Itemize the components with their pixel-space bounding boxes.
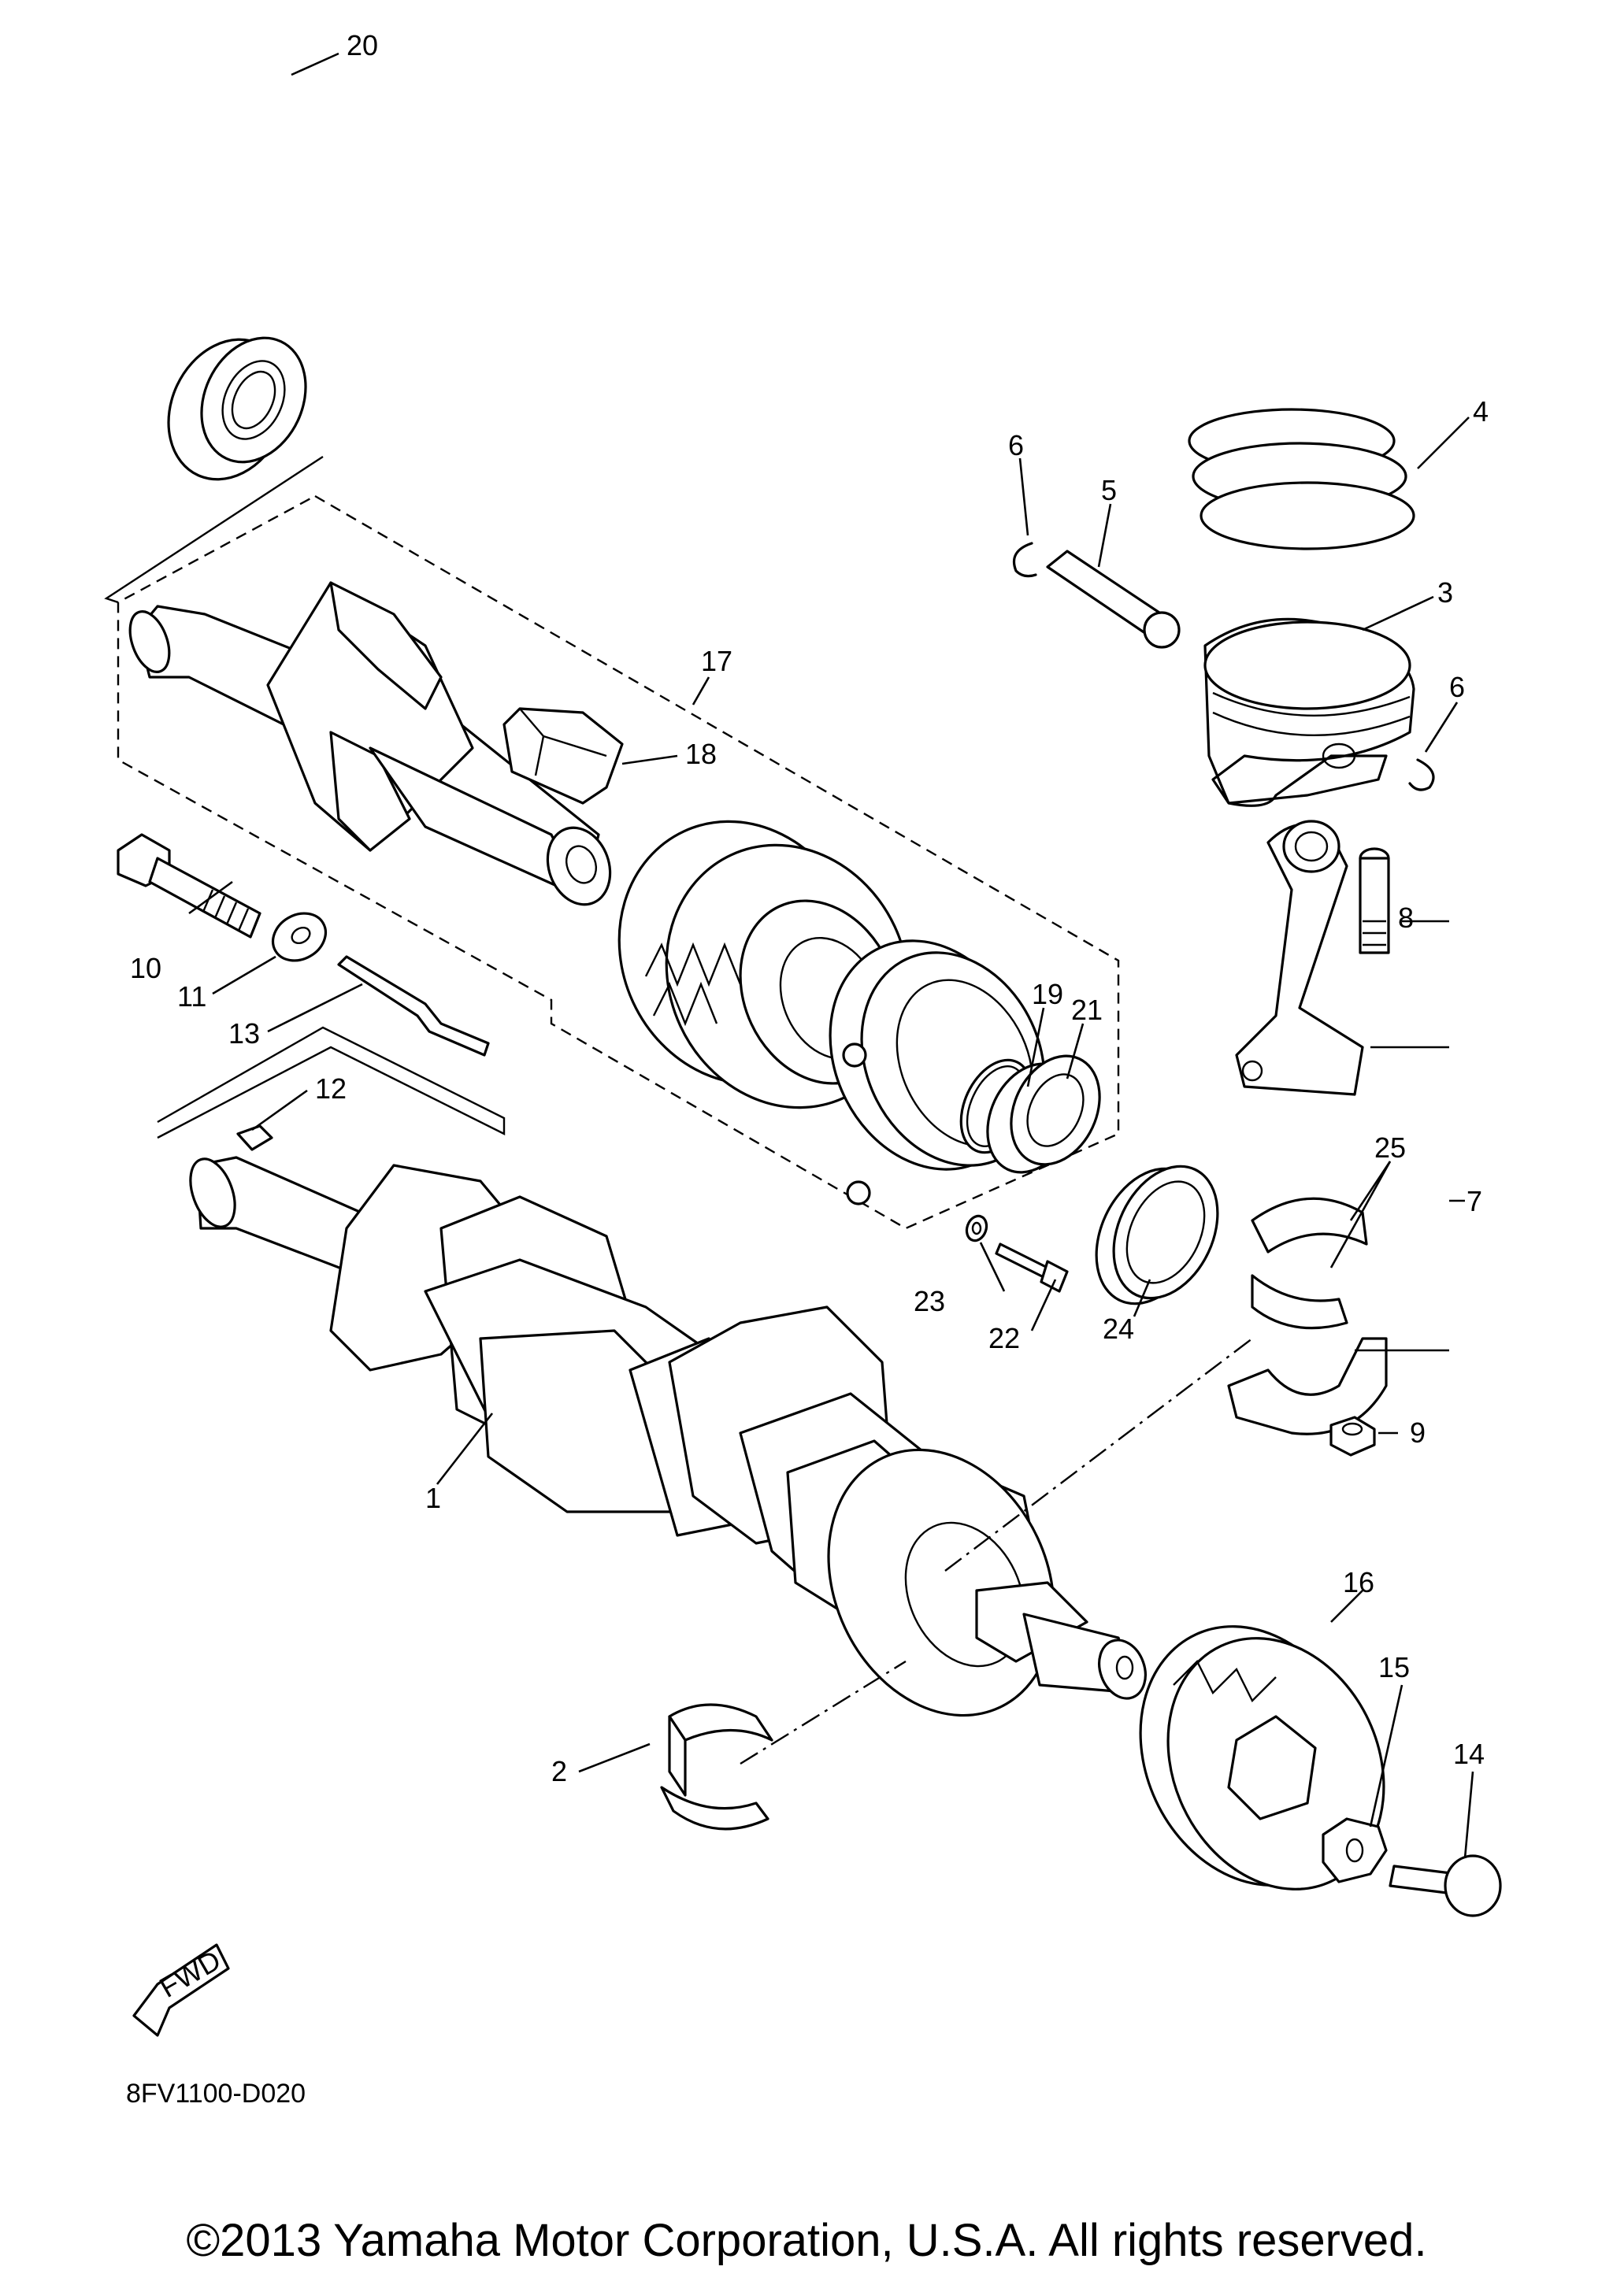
circlip-6-right	[1408, 758, 1435, 791]
callout-3: 3	[1437, 576, 1453, 609]
washer-11	[272, 912, 327, 962]
callout-16: 16	[1343, 1566, 1374, 1598]
callout-6-right: 6	[1449, 671, 1465, 703]
plate-13	[337, 955, 490, 1057]
callout-22: 22	[988, 1322, 1020, 1354]
washer-23	[965, 1214, 988, 1242]
leader-lines	[188, 52, 1474, 1859]
oil-seal-24	[1095, 1165, 1219, 1305]
callout-18: 18	[685, 738, 717, 770]
callout-6-top: 6	[1008, 429, 1024, 461]
callout-7: 7	[1467, 1185, 1482, 1217]
nut-9	[1329, 1416, 1376, 1457]
callout-2: 2	[551, 1755, 567, 1787]
callout-8: 8	[1398, 902, 1414, 934]
callout-10: 10	[130, 952, 161, 984]
callout-15: 15	[1378, 1651, 1410, 1683]
diagram-code: 8FV1100-D020	[126, 2079, 306, 2109]
bolt-10	[117, 833, 261, 939]
callout-numbers: 20 4 6 5 3 6 17 18 8 19 21 25 7 9 10 11 …	[130, 29, 1489, 1787]
bearing-21	[167, 336, 307, 481]
key-12	[236, 1124, 273, 1151]
callout-20: 21	[1071, 994, 1103, 1026]
piston-rings-4	[1188, 408, 1415, 550]
piston-pin-5	[1046, 550, 1181, 649]
rod-bolt-8	[1359, 847, 1390, 954]
callout-4: 4	[1473, 395, 1489, 428]
fwd-arrow-icon: FWD	[132, 1943, 230, 2037]
callout-19: 19	[1032, 978, 1063, 1010]
callout-9: 9	[1410, 1416, 1426, 1449]
callout-21: 20	[347, 29, 378, 61]
gear-16	[1139, 1625, 1385, 1890]
callout-24: 24	[1103, 1313, 1134, 1345]
lock-washer-15	[1322, 1817, 1388, 1883]
balancer-shaft	[128, 581, 612, 906]
rod-bearing-25	[1251, 1197, 1368, 1330]
callout-5: 5	[1101, 474, 1117, 506]
piston-3	[1203, 617, 1415, 807]
crankshaft-1	[189, 1156, 1147, 1717]
callout-17: 17	[701, 645, 732, 677]
circlip-6-left	[1012, 542, 1037, 578]
callout-1: 1	[425, 1482, 441, 1514]
callout-25: 25	[1374, 1131, 1406, 1164]
weight-18	[502, 707, 624, 805]
rod-cap	[1227, 1337, 1388, 1435]
collar-20	[986, 1054, 1101, 1174]
bolt-14	[1389, 1854, 1502, 1917]
callout-13: 13	[228, 1017, 260, 1050]
callout-11: 11	[177, 980, 206, 1013]
copyright-notice: ©2013 Yamaha Motor Corporation, U.S.A. A…	[186, 2215, 1427, 2266]
main-bearing-2	[660, 1703, 773, 1831]
connecting-rod-7	[1235, 820, 1364, 1096]
callout-12: 12	[315, 1072, 347, 1105]
bolt-22	[995, 1242, 1069, 1293]
callout-14: 14	[1453, 1738, 1485, 1770]
callout-23: 23	[914, 1285, 945, 1317]
